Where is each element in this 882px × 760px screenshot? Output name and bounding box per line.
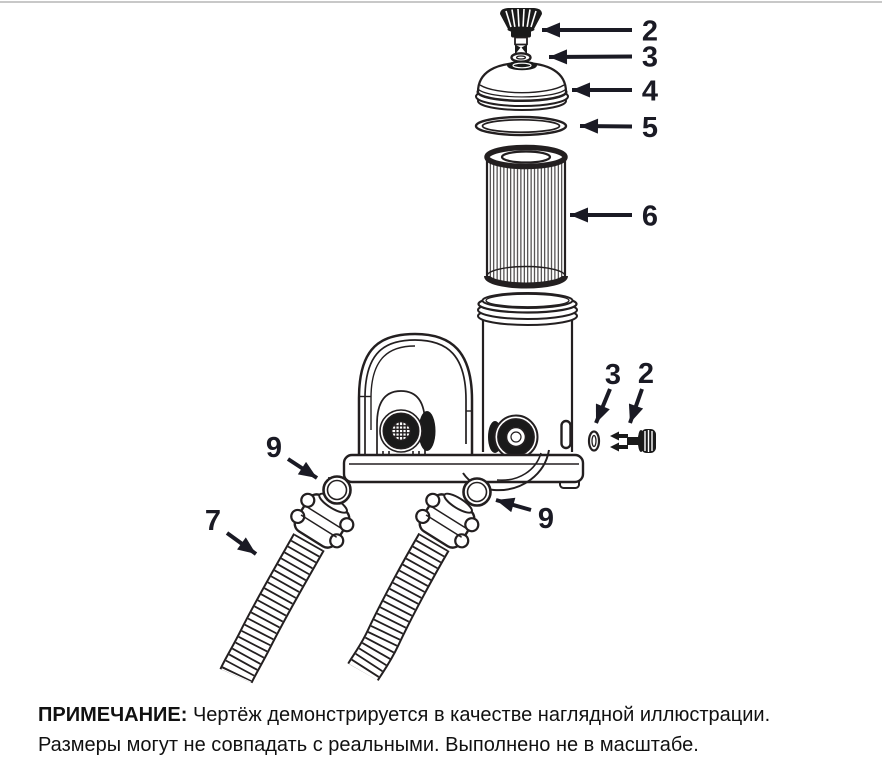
hose-right-ribs xyxy=(349,533,448,681)
valve-o-ring-top xyxy=(510,52,532,63)
note: ПРИМЕЧАНИЕ: Чертёж демонстрируется в кач… xyxy=(38,700,868,760)
callout-label-2-top: 2 xyxy=(642,16,658,48)
callout-label-7: 7 xyxy=(205,505,221,537)
callout-5: 5 xyxy=(579,112,658,144)
hose-right xyxy=(347,532,450,682)
lid-o-ring xyxy=(474,115,568,137)
callout-label-3-top: 3 xyxy=(642,42,658,74)
inlet-strainer xyxy=(379,409,436,453)
filter-lid xyxy=(475,60,569,111)
note-label: ПРИМЕЧАНИЕ: xyxy=(38,704,188,726)
callout-label-9-right: 9 xyxy=(538,503,554,535)
callout-label-9-left: 9 xyxy=(266,432,282,464)
callout-label-4: 4 xyxy=(642,76,658,108)
base xyxy=(327,453,585,491)
callout-3-top: 3 xyxy=(548,42,658,74)
outlet-port xyxy=(488,414,539,460)
callouts: 2 3 4 5 6 3 2 9 xyxy=(205,16,658,556)
drain-valve xyxy=(610,429,656,453)
note-line-2: Размеры могут не совпадать с реальными. … xyxy=(38,734,699,756)
hose-nut-right xyxy=(415,492,480,549)
callout-label-2-side: 2 xyxy=(638,358,654,390)
hose-o-ring-left xyxy=(322,475,352,505)
callout-2-top: 2 xyxy=(542,16,658,48)
callout-9-right: 9 xyxy=(495,497,554,535)
note-line-1-text: Чертёж демонстрируется в качестве нагляд… xyxy=(192,704,771,726)
hose-left xyxy=(219,533,325,684)
strainer-grid xyxy=(392,422,410,440)
callout-2-side: 2 xyxy=(628,358,654,424)
inlet-recess xyxy=(376,390,426,456)
pump-body xyxy=(327,292,585,492)
hose-o-ring-right xyxy=(462,477,492,507)
callout-3-side: 3 xyxy=(594,359,621,424)
callout-6: 6 xyxy=(570,201,658,233)
callout-label-5: 5 xyxy=(642,112,658,144)
filter-cartridge xyxy=(484,144,568,289)
air-release-valve xyxy=(500,8,542,55)
callout-9-left: 9 xyxy=(266,432,319,480)
drain-valve-o-ring xyxy=(587,430,601,452)
note-line-1: ПРИМЕЧАНИЕ: Чертёж демонстрируется в кач… xyxy=(38,700,868,730)
tank-clip-slot xyxy=(560,419,572,450)
callout-label-6: 6 xyxy=(642,201,658,233)
callout-7: 7 xyxy=(205,505,258,556)
callout-4: 4 xyxy=(572,76,658,108)
exploded-parts-diagram: 2 3 4 5 6 3 2 9 xyxy=(0,1,882,684)
callout-label-3-side: 3 xyxy=(605,359,621,391)
